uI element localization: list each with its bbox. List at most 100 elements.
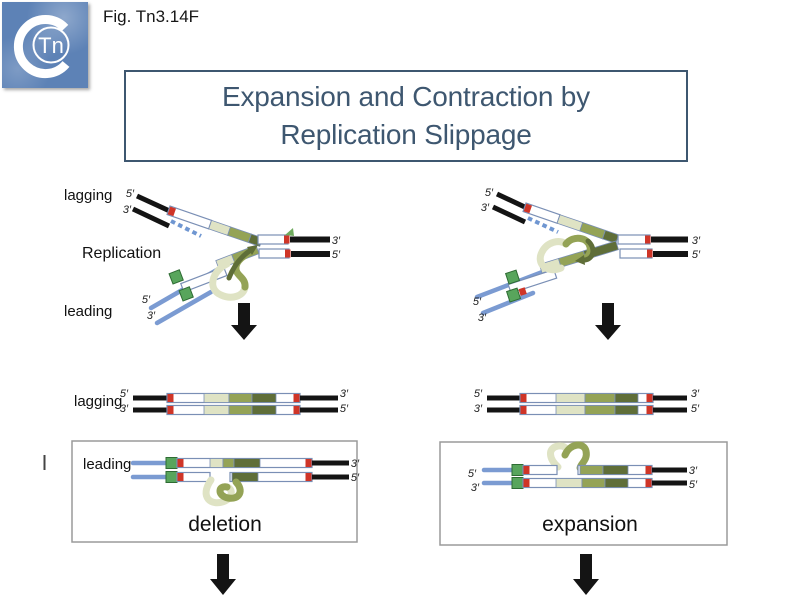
red-marker bbox=[518, 287, 527, 296]
five-prime-label: 5′ bbox=[142, 294, 151, 306]
red-marker bbox=[523, 466, 530, 474]
repeat-box bbox=[522, 464, 558, 476]
down-arrow bbox=[595, 303, 621, 340]
expansion-caption: expansion bbox=[542, 513, 638, 536]
fork-box bbox=[257, 234, 289, 245]
logo-text: Tn bbox=[38, 33, 64, 58]
figure-number-label: Fig. Tn3.14F bbox=[103, 7, 200, 26]
repeat-segment bbox=[251, 393, 277, 403]
slippage-arrow bbox=[579, 238, 596, 263]
green-marker bbox=[511, 477, 524, 489]
red-marker bbox=[167, 206, 176, 217]
leading-template-strand bbox=[480, 290, 536, 316]
repeat-segment bbox=[604, 478, 629, 488]
logo-inner-circle bbox=[32, 26, 70, 64]
duplex-strand bbox=[130, 457, 349, 469]
five-prime-label: 5′ bbox=[689, 479, 698, 491]
repeat-segment bbox=[555, 393, 586, 403]
five-prime-label: 5′ bbox=[120, 388, 129, 400]
slippage-arrow bbox=[226, 247, 254, 281]
red-marker bbox=[523, 203, 532, 214]
five-prime-label: 5′ bbox=[126, 188, 135, 200]
repeat-segment bbox=[209, 458, 224, 468]
fork-box bbox=[258, 248, 290, 259]
lagging-product-duplex-right: 5′ 3′ 3′ 5 bbox=[474, 388, 700, 416]
duplex-strand bbox=[481, 477, 687, 489]
green-marker bbox=[165, 457, 178, 469]
repeat-segment bbox=[233, 458, 261, 468]
logo-graphic: Tn bbox=[13, 15, 70, 79]
duplex-strand bbox=[130, 471, 349, 483]
five-prime-label: 5′ bbox=[485, 187, 494, 199]
green-marker-group bbox=[168, 269, 184, 285]
five-prime-label: 5′ bbox=[474, 388, 483, 400]
red-marker bbox=[645, 235, 651, 244]
green-marker bbox=[504, 269, 521, 285]
repeat-segment bbox=[231, 472, 259, 482]
five-prime-label: 5′ bbox=[332, 249, 341, 261]
three-prime-label: 3′ bbox=[689, 465, 698, 477]
three-prime-label: 3′ bbox=[332, 235, 341, 247]
okazaki-primer-dotted bbox=[527, 216, 559, 234]
green-marker bbox=[168, 269, 184, 285]
three-prime-label: 3′ bbox=[120, 403, 129, 415]
page-title-line2: Replication Slippage bbox=[280, 119, 532, 150]
repeat-segment bbox=[584, 393, 616, 403]
repeat-segment bbox=[228, 393, 253, 403]
green-marker bbox=[165, 471, 178, 483]
down-arrow bbox=[231, 303, 257, 340]
title-box: Expansion and Contraction by Replication… bbox=[124, 70, 688, 162]
repeat-segment bbox=[602, 465, 629, 475]
three-prime-label: 3′ bbox=[471, 482, 480, 494]
slippage-arrowhead bbox=[247, 245, 258, 255]
green-marker-group bbox=[504, 269, 521, 285]
okazaki-primer-dotted bbox=[170, 219, 202, 238]
three-prime-label: 3′ bbox=[474, 403, 483, 415]
repeat-segment bbox=[579, 465, 604, 475]
repeat-segment bbox=[601, 229, 620, 244]
leading-label: leading bbox=[83, 456, 131, 473]
red-marker bbox=[520, 406, 527, 414]
leading-label: leading bbox=[64, 303, 112, 320]
red-marker bbox=[293, 406, 300, 414]
red-marker bbox=[305, 459, 312, 467]
red-marker bbox=[177, 459, 184, 467]
five-prime-label: 5′ bbox=[351, 472, 360, 484]
red-marker bbox=[647, 249, 653, 258]
template-loop-olive bbox=[216, 478, 244, 502]
red-marker bbox=[645, 466, 652, 474]
nascent-loop-olive bbox=[561, 441, 590, 472]
duplex-strand bbox=[487, 392, 687, 404]
three-prime-label: 3′ bbox=[351, 458, 360, 470]
slipped-loop-pale bbox=[209, 260, 249, 301]
three-prime-label: 3′ bbox=[692, 235, 701, 247]
duplex-strand bbox=[481, 464, 687, 476]
three-prime-label: 3′ bbox=[481, 202, 490, 214]
slipped-loop-pale bbox=[536, 238, 570, 274]
repeat-segment bbox=[614, 405, 639, 415]
red-marker bbox=[523, 479, 530, 487]
repeat-segment bbox=[227, 226, 252, 244]
repeat-segment bbox=[222, 458, 235, 468]
expansion-panel: 5′ 3′ 3′ bbox=[439, 441, 728, 546]
red-marker bbox=[305, 473, 312, 481]
red-marker bbox=[167, 406, 174, 414]
three-prime-label: 3′ bbox=[478, 312, 487, 324]
green-flag bbox=[285, 228, 294, 236]
parental-strand bbox=[135, 193, 176, 216]
red-marker bbox=[167, 394, 174, 402]
logo-c-arc bbox=[13, 15, 70, 79]
parental-strand bbox=[491, 204, 527, 225]
parental-strand bbox=[131, 206, 171, 229]
duplex-strand bbox=[133, 392, 338, 404]
template-loop-pale bbox=[202, 476, 235, 507]
lagging-label: lagging bbox=[74, 393, 122, 410]
down-arrow bbox=[573, 554, 599, 595]
parental-strand bbox=[495, 191, 531, 212]
down-arrow bbox=[210, 554, 236, 595]
three-prime-label: 3′ bbox=[340, 388, 349, 400]
replication-label: Replication bbox=[82, 245, 161, 262]
repeat-segment bbox=[208, 219, 232, 236]
